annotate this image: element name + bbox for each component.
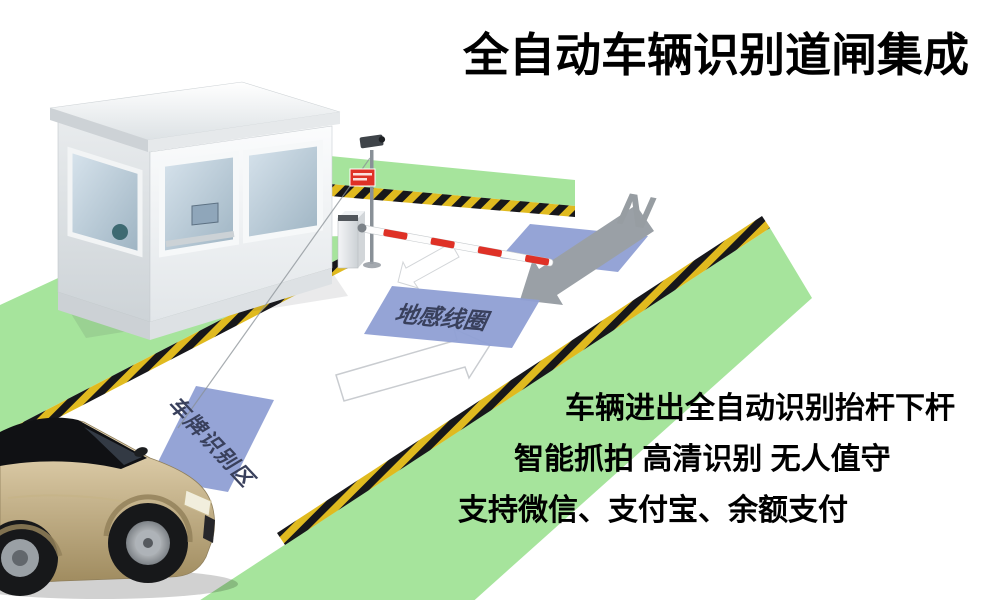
rear-wheel-arch	[0, 524, 63, 557]
barrier-arm-stripe	[383, 229, 408, 240]
right-grass-island	[200, 216, 812, 600]
car	[0, 417, 238, 599]
barrier-arm-stripe	[430, 237, 455, 249]
sign-text-line	[353, 173, 372, 176]
booth-roof-edge-left	[50, 108, 148, 152]
camera-head	[359, 134, 386, 149]
middle-curb-hazard-stripes	[330, 184, 575, 217]
feature-line-1: 车辆进出全自动识别抬杆下杆	[565, 392, 955, 425]
booth-roof-edge-front	[148, 112, 340, 152]
exit-direction-arrow	[520, 205, 654, 305]
camera-pole-sign	[349, 168, 376, 187]
car-mirror	[134, 447, 148, 457]
feature-line-3: 支持微信、支付宝、余额支付	[458, 494, 848, 527]
barrier-cabinet-front	[337, 217, 359, 269]
car-windshield	[84, 427, 142, 465]
camera-pole	[370, 150, 374, 264]
recognition-camera-pole	[349, 134, 386, 269]
camera-sight-line	[177, 157, 371, 429]
booth-front-window-1	[159, 150, 239, 258]
barrier-cabinet-cap	[338, 215, 358, 221]
front-wheel-arch	[103, 494, 193, 543]
barrier-arm	[359, 224, 554, 267]
booth-interior-chair	[112, 224, 128, 240]
car-rear-wheel	[0, 520, 58, 596]
right-curb-hazard-stripes	[277, 216, 770, 545]
right-grass-surface	[200, 228, 812, 600]
booth-front-window-2	[243, 139, 323, 244]
booth-base-front	[150, 268, 332, 340]
car-headlight	[183, 489, 212, 517]
booth-interior-monitor	[191, 202, 219, 226]
car-front-wheel	[108, 503, 188, 583]
sign-panel	[349, 168, 376, 187]
page-title: 全自动车辆识别道闸集成	[463, 29, 969, 81]
booth-interior-desk	[165, 231, 235, 247]
camera-lens-icon	[378, 136, 386, 143]
car-roof-glass	[0, 417, 147, 469]
guard-booth	[49, 81, 348, 340]
rear-hub	[12, 550, 28, 566]
barrier-arm-stripe	[477, 246, 502, 257]
front-hub	[143, 538, 153, 548]
barrier-cabinet-side	[358, 211, 365, 268]
small-lane-arrow	[397, 242, 460, 289]
camera-pole-base	[363, 261, 381, 269]
middle-grass-surface	[330, 156, 575, 206]
barrier-arm-hinge	[357, 223, 367, 233]
feature-line-2: 智能抓拍 高清识别 无人值守	[514, 443, 891, 476]
middle-grass-island	[330, 156, 575, 217]
barrier-gate	[337, 211, 554, 269]
sign-text-line	[353, 178, 367, 181]
barrier-arm-stripe	[524, 254, 550, 266]
camera-body	[359, 134, 384, 149]
car-grille	[203, 515, 215, 543]
plate-recognition-zone	[150, 386, 274, 492]
booth-base-left	[58, 292, 150, 340]
ground-coil-zone	[364, 286, 540, 348]
